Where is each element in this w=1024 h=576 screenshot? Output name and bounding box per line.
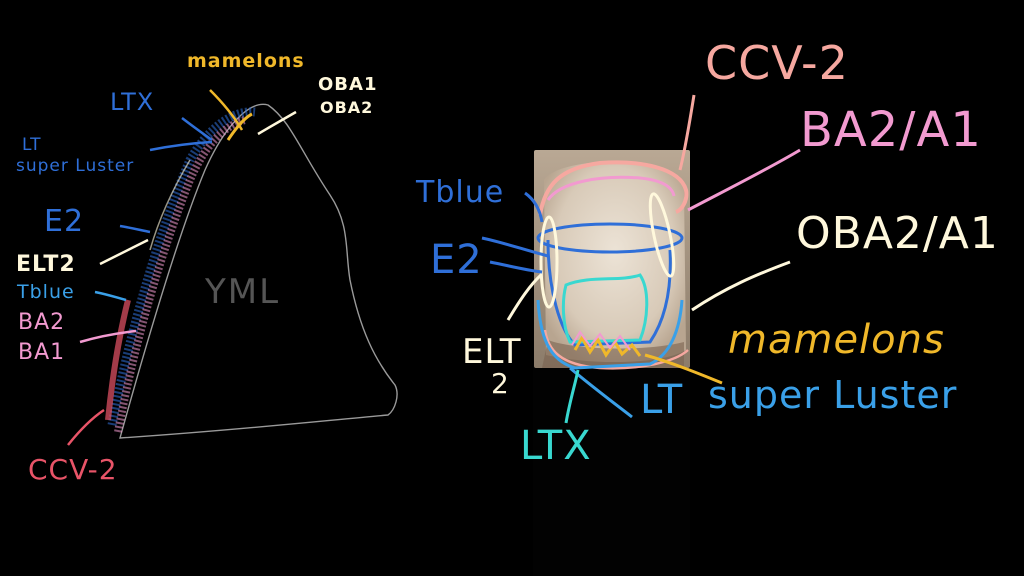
ccv2-outline (538, 160, 689, 216)
elt-oval-left (539, 215, 559, 309)
leader-e2b-right (489, 260, 543, 274)
label-mamelons-left: mamelons (187, 50, 305, 72)
label-ba2-left: BA2 (18, 310, 66, 335)
leader-e2-right (481, 236, 549, 258)
leader-mamelons (209, 89, 244, 131)
leader-oba2a1-right (691, 260, 791, 312)
label-oba2a1-right: OBA2/A1 (796, 208, 999, 259)
e2-band (536, 222, 684, 254)
leader-lt (149, 140, 213, 152)
label-e2-left: E2 (44, 204, 85, 239)
layer-blue-hatch (107, 107, 256, 426)
label-super-luster-left: super Luster (16, 156, 135, 176)
label-elt2-left: ELT2 (16, 252, 76, 277)
leader-ba2a1-right (687, 148, 801, 212)
label-oba1-left: OBA1 (318, 74, 378, 95)
label-oba2-left: OBA2 (320, 98, 374, 117)
tooth-outline (119, 103, 398, 439)
layer-pink-hatch (114, 116, 247, 433)
tblue-lower (536, 299, 684, 370)
ltx-region (561, 273, 649, 344)
leader-elt-right (506, 273, 543, 321)
label-elt-right: ELT (462, 332, 522, 372)
label-ccv2-right: CCV-2 (705, 36, 849, 90)
leader-tblue-right (524, 191, 544, 223)
leader-elt2 (99, 238, 149, 266)
label-ba1-left: BA1 (18, 340, 66, 365)
leader-e2 (119, 224, 151, 234)
leader-ccv2 (67, 408, 105, 446)
leader-lt-right (569, 366, 633, 419)
layer-white-edge (149, 159, 191, 251)
ba2a1-outline (546, 175, 676, 201)
label-elt-2-right: 2 (491, 367, 510, 400)
label-ltx-right: LTX (520, 423, 592, 469)
leader-ccv2-right (678, 94, 696, 171)
label-tblue-right: Tblue (416, 175, 505, 210)
e2-region (546, 239, 672, 347)
label-ba2a1-right: BA2/A1 (800, 102, 982, 158)
layer-red-hatch (105, 299, 131, 421)
tooth-center-label: YML (205, 272, 281, 312)
label-lt-left: LT (22, 135, 42, 155)
leader-mamelons-right (644, 353, 723, 385)
leader-ba (79, 329, 137, 344)
oba-oval-right (648, 192, 676, 278)
label-e2-right: E2 (430, 237, 483, 283)
leader-ltx-right (564, 369, 580, 424)
label-ccv2-left: CCV-2 (28, 453, 118, 486)
layer-yellow-edge (226, 112, 253, 141)
label-lt-right: LT (640, 377, 684, 423)
label-tblue-left: Tblue (17, 281, 75, 303)
leader-tblue (94, 290, 127, 302)
label-ltx-left: LTX (110, 88, 155, 116)
label-super-luster-right: super Luster (708, 373, 958, 417)
leader-ltx (181, 117, 213, 142)
leader-oba (257, 110, 297, 136)
ba-scribble (571, 330, 631, 351)
label-mamelons-right: mamelons (728, 317, 945, 363)
